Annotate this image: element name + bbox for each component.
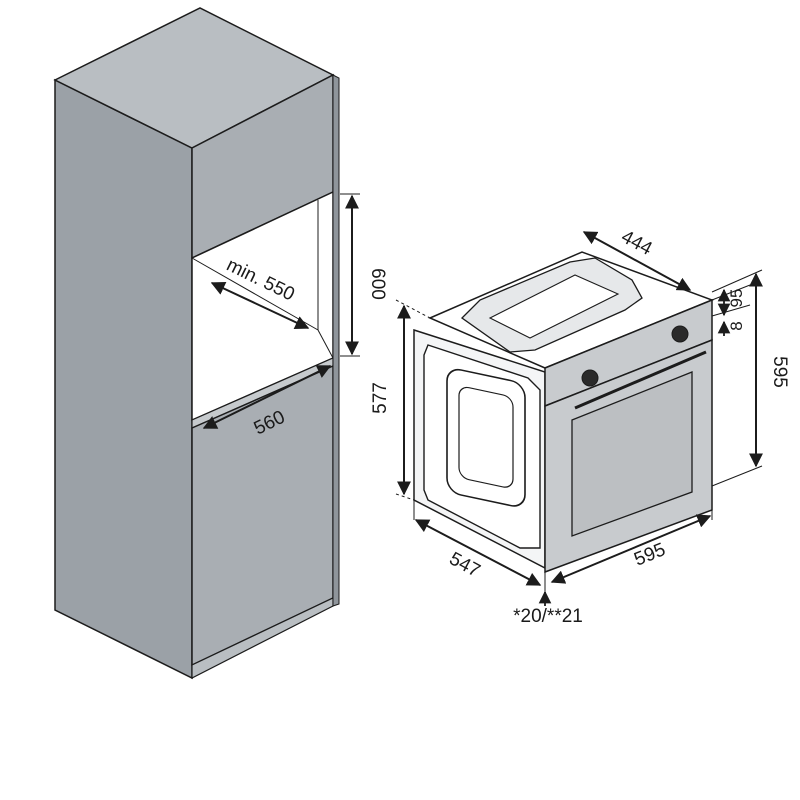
- dim-line-niche-depth: [210, 282, 310, 329]
- oven-side-window: [446, 368, 526, 507]
- cabinet-side-panel: [54, 78, 193, 680]
- tall-cabinet: [53, 7, 340, 680]
- dim-label-panel-offset: 8: [727, 321, 746, 330]
- dim-label-footnote: *20/**21: [513, 606, 583, 627]
- oven-control-knob-left: [581, 369, 599, 387]
- built-in-oven: [413, 251, 715, 574]
- dim-label-width: 595: [631, 539, 668, 570]
- dim-label-top-depth: 444: [618, 226, 656, 260]
- cabinet-right-edge: [332, 74, 340, 607]
- dim-label-niche-height: 600: [367, 268, 388, 300]
- dim-label-total-height: 595: [769, 356, 790, 388]
- oven-control-knob-right: [671, 325, 689, 343]
- dim-label-panel-height: 95: [727, 289, 746, 308]
- dim-label-body-height: 577: [370, 382, 391, 414]
- dim-line-niche-width: [202, 365, 332, 429]
- oven-door-handle: [574, 350, 707, 410]
- oven-door-glass: [571, 371, 693, 537]
